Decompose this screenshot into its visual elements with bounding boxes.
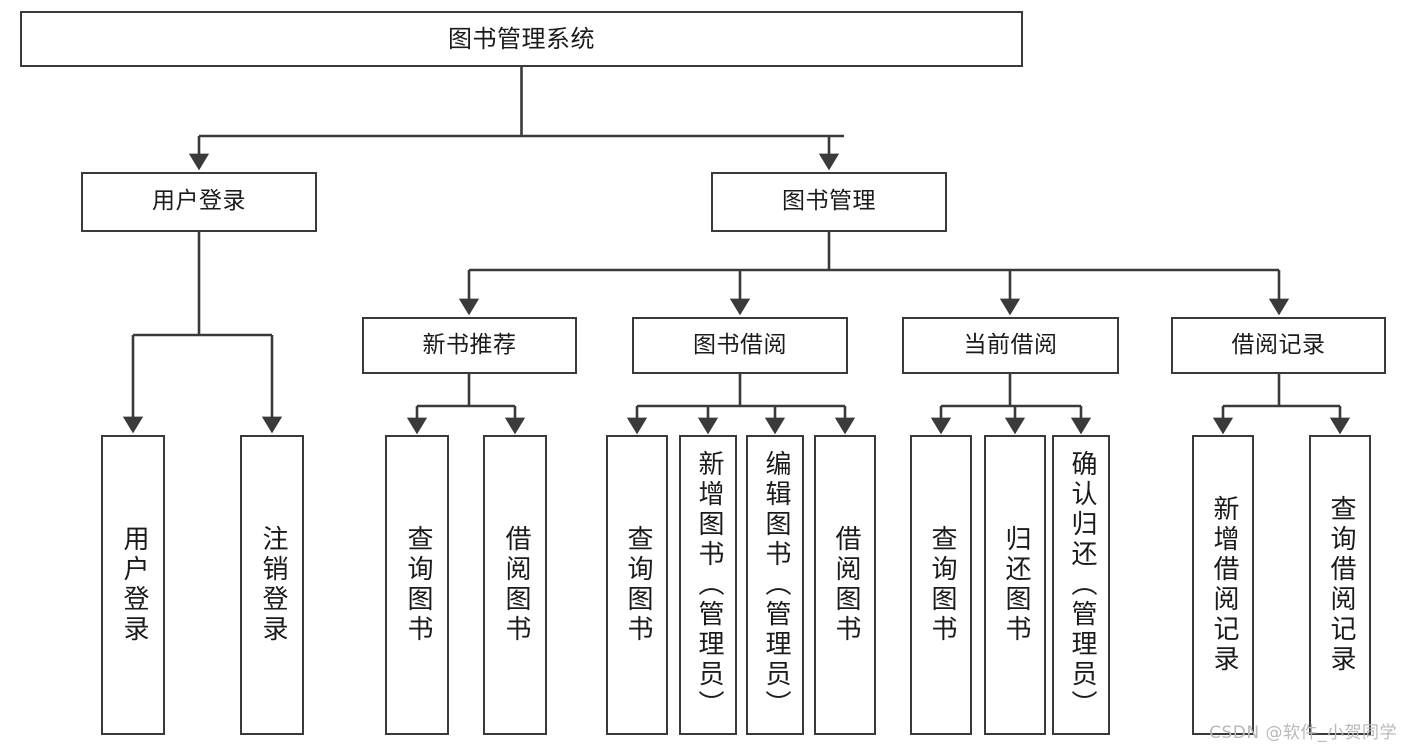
node-user-login[interactable]: 用户登录 [81, 172, 317, 232]
node-leaf-add-book-admin[interactable]: 新增图书（管理员） [679, 435, 737, 735]
node-root-book-management-system[interactable]: 图书管理系统 [20, 11, 1023, 67]
node-leaf-query-book-current[interactable]: 查询图书 [910, 435, 972, 735]
node-leaf-query-book-borrow[interactable]: 查询图书 [606, 435, 668, 735]
node-leaf-query-borrow-record[interactable]: 查询借阅记录 [1309, 435, 1371, 735]
node-leaf-logout[interactable]: 注销登录 [240, 435, 304, 735]
node-leaf-return-book[interactable]: 归还图书 [984, 435, 1046, 735]
node-current-borrow[interactable]: 当前借阅 [902, 317, 1119, 374]
node-leaf-edit-book-admin[interactable]: 编辑图书（管理员） [746, 435, 804, 735]
node-leaf-query-book-recommend[interactable]: 查询图书 [385, 435, 449, 735]
node-leaf-borrow-book[interactable]: 借阅图书 [814, 435, 876, 735]
node-leaf-user-login[interactable]: 用户登录 [101, 435, 165, 735]
node-leaf-add-borrow-record[interactable]: 新增借阅记录 [1192, 435, 1254, 735]
node-book-management[interactable]: 图书管理 [711, 172, 947, 232]
node-leaf-borrow-book-recommend[interactable]: 借阅图书 [483, 435, 547, 735]
node-leaf-confirm-return-admin[interactable]: 确认归还（管理员） [1052, 435, 1110, 735]
node-book-borrow[interactable]: 图书借阅 [632, 317, 848, 374]
watermark: CSDN @软件_小贺同学 [1209, 723, 1397, 743]
node-borrow-record[interactable]: 借阅记录 [1171, 317, 1386, 374]
node-new-book-recommend[interactable]: 新书推荐 [362, 317, 577, 374]
